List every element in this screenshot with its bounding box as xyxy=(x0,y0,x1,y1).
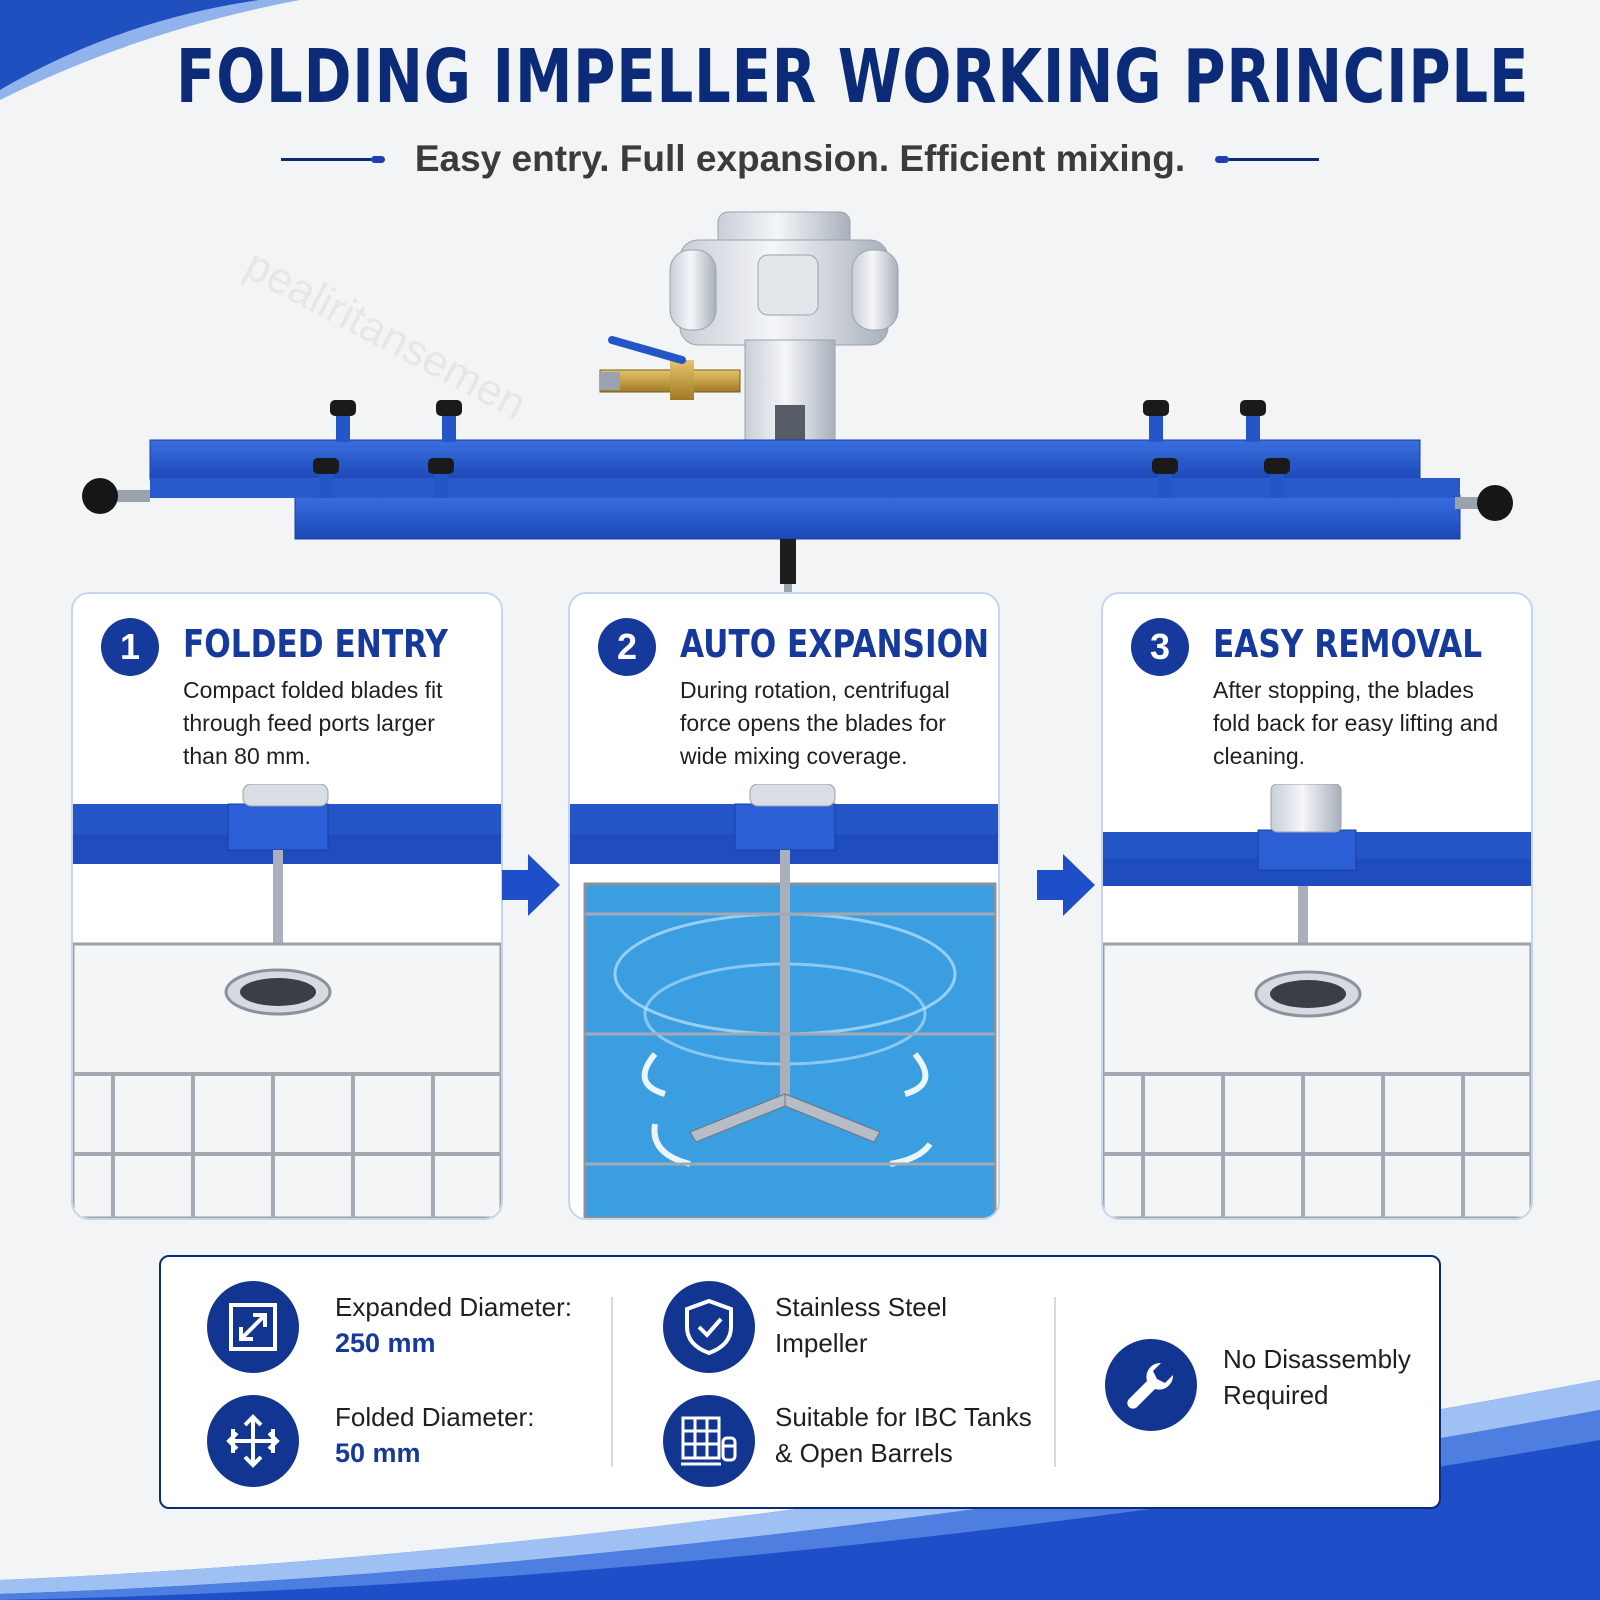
mixer-illustration xyxy=(82,211,1513,600)
step-panel-easy-removal: 3 EASY REMOVAL After stopping, the blade… xyxy=(1101,592,1533,1220)
page-title: FOLDING IMPELLER WORKING PRINCIPLE xyxy=(176,34,1530,120)
expanded-diameter-label: Expanded Diameter: xyxy=(335,1292,573,1322)
folded-diameter-label: Folded Diameter: xyxy=(335,1402,535,1432)
step-description: Compact folded blades fit through feed p… xyxy=(183,677,443,769)
divider xyxy=(611,1297,613,1467)
removal-impeller-tank-illustration xyxy=(1103,784,1531,1218)
expanded-diameter-text: Expanded Diameter: 250 mm xyxy=(335,1289,572,1361)
step-number-badge: 2 xyxy=(598,618,656,676)
ibc-tank-icon xyxy=(663,1395,755,1487)
step-description: After stopping, the blades fold back for… xyxy=(1213,677,1499,769)
folded-impeller-tank-illustration xyxy=(73,784,501,1218)
step-title: AUTO EXPANSION xyxy=(680,622,990,666)
compress-arrows-icon xyxy=(207,1395,299,1487)
expand-diagonal-icon xyxy=(207,1281,299,1373)
header: FOLDING IMPELLER WORKING PRINCIPLE Easy … xyxy=(0,40,1600,180)
divider xyxy=(1054,1297,1056,1467)
step-number-badge: 1 xyxy=(101,618,159,676)
subtitle-rule-right xyxy=(1215,155,1320,163)
subtitle: Easy entry. Full expansion. Efficient mi… xyxy=(414,138,1186,179)
folded-diameter-text: Folded Diameter: 50 mm xyxy=(335,1399,534,1471)
stainless-steel-line1: Stainless Steel xyxy=(775,1292,947,1322)
no-disassembly-line1: No Disassembly xyxy=(1223,1344,1411,1374)
expanded-impeller-mixing-illustration xyxy=(570,784,998,1218)
feature-box: Expanded Diameter: 250 mm Folded Diamete… xyxy=(159,1255,1441,1509)
subtitle-row: Easy entry. Full expansion. Efficient mi… xyxy=(0,138,1600,180)
ibc-tanks-line2: & Open Barrels xyxy=(775,1438,953,1468)
arrow-right-icon xyxy=(502,854,560,916)
step-description: During rotation, centrifugal force opens… xyxy=(680,677,950,769)
expanded-diameter-value: 250 mm xyxy=(335,1328,436,1358)
ibc-tanks-text: Suitable for IBC Tanks & Open Barrels xyxy=(775,1399,1032,1471)
stainless-steel-text: Stainless Steel Impeller xyxy=(775,1289,947,1361)
step-title: EASY REMOVAL xyxy=(1213,622,1483,666)
step-panel-auto-expansion: 2 AUTO EXPANSION During rotation, centri… xyxy=(568,592,1000,1220)
no-disassembly-line2: Required xyxy=(1223,1380,1329,1410)
shield-check-icon xyxy=(663,1281,755,1373)
subtitle-rule-left xyxy=(280,155,385,163)
step-panel-folded-entry: 1 FOLDED ENTRY Compact folded blades fit… xyxy=(71,592,503,1220)
step-title: FOLDED ENTRY xyxy=(183,622,448,666)
step-number-badge: 3 xyxy=(1131,618,1189,676)
wrench-icon xyxy=(1105,1339,1197,1431)
ibc-tanks-line1: Suitable for IBC Tanks xyxy=(775,1402,1032,1432)
arrow-right-icon xyxy=(1037,854,1095,916)
folded-diameter-value: 50 mm xyxy=(335,1438,421,1468)
stainless-steel-line2: Impeller xyxy=(775,1328,868,1358)
no-disassembly-text: No Disassembly Required xyxy=(1223,1341,1411,1413)
